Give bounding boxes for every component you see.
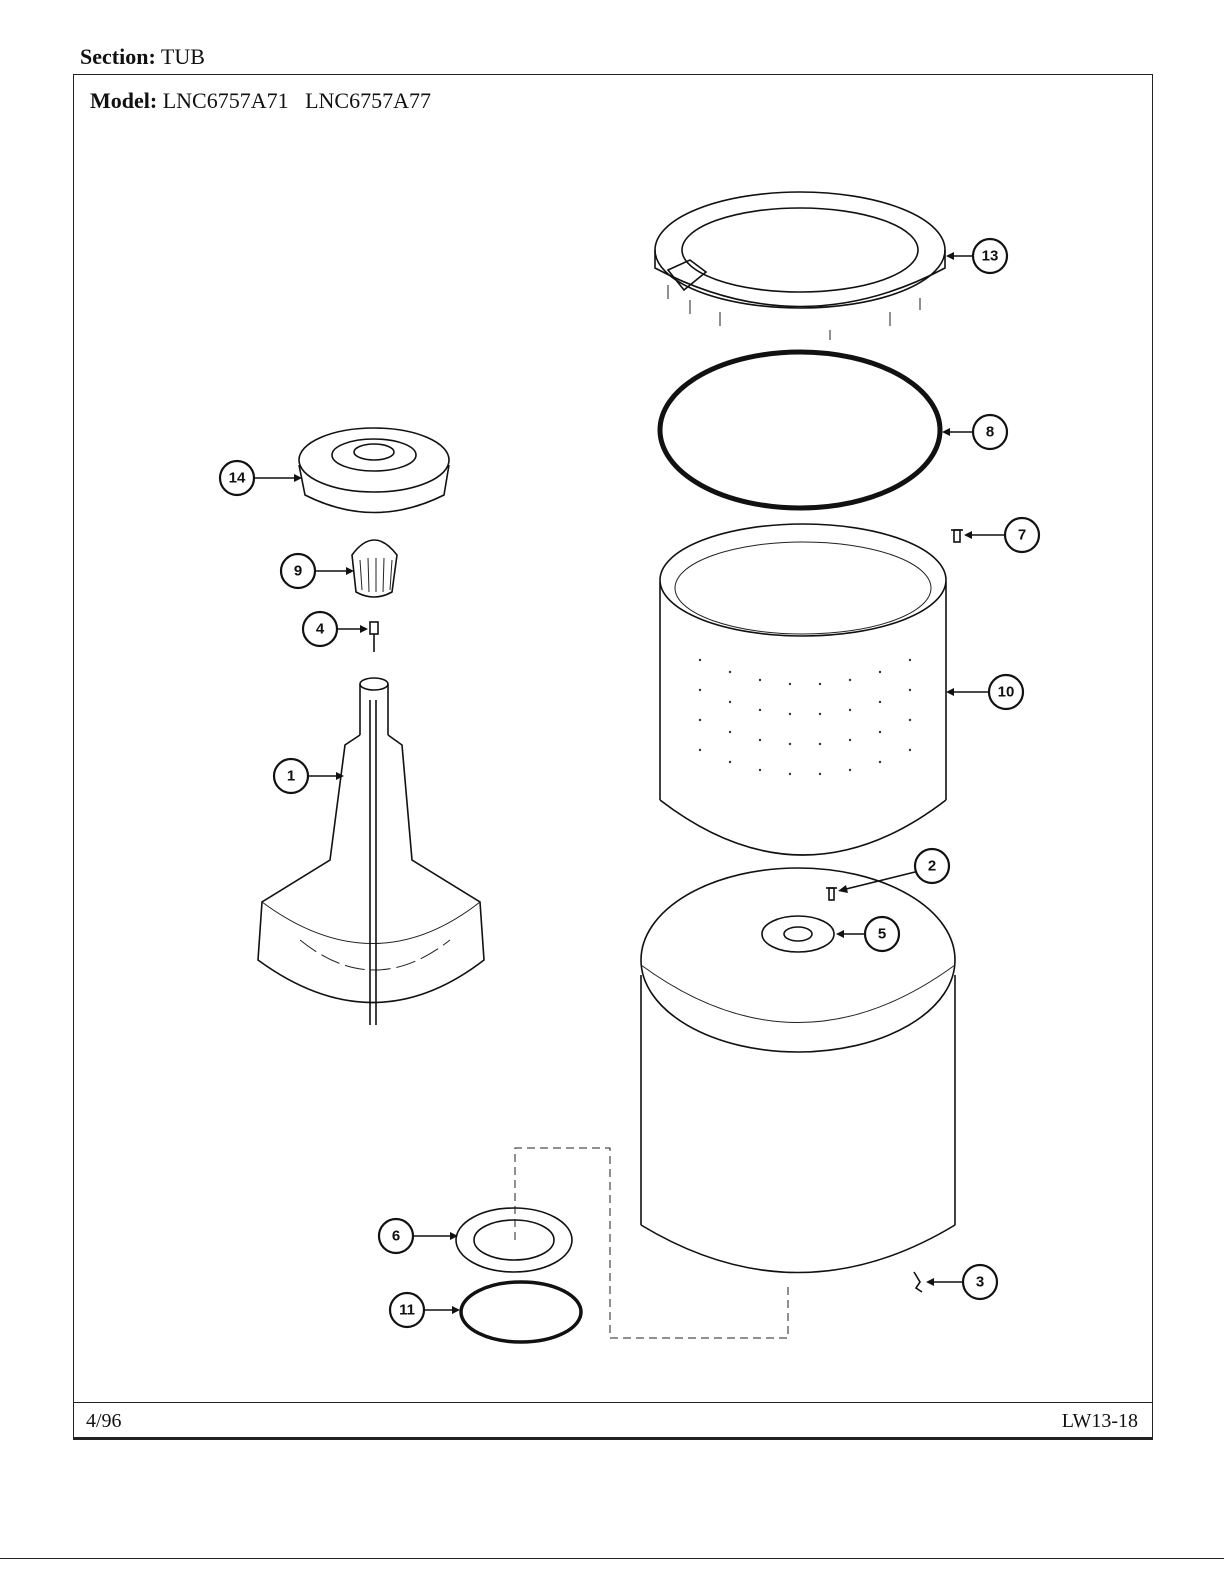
model-value: LNC6757A71 LNC6757A77: [162, 88, 431, 113]
svg-text:10: 10: [998, 684, 1015, 701]
gasket-plate-part: [455, 1207, 573, 1273]
callout-8: 8: [942, 413, 1009, 451]
ring-seal-part: [657, 349, 943, 511]
callout-9: 9: [279, 552, 354, 590]
callout-5: 5: [836, 915, 901, 953]
footer-page-code: LW13-18: [1061, 1410, 1138, 1432]
svg-text:6: 6: [392, 1228, 400, 1245]
svg-text:2: 2: [928, 858, 936, 875]
spin-basket-part: [659, 523, 947, 856]
svg-text:5: 5: [878, 926, 886, 943]
callout-6: 6: [377, 1217, 458, 1255]
dispenser-part: [298, 427, 450, 514]
callout-7: 7: [964, 516, 1041, 554]
callout-1: 1: [272, 757, 344, 795]
section-label: Section:: [80, 44, 156, 69]
svg-text:9: 9: [294, 563, 302, 580]
agitator-cap-part: [351, 539, 398, 598]
agitator-part: [257, 677, 485, 1025]
diagram-frame: [73, 74, 1153, 1440]
svg-text:8: 8: [986, 424, 994, 441]
callout-13: 13: [946, 237, 1009, 275]
model-label: Model:: [90, 88, 158, 113]
callout-4: 4: [301, 610, 368, 648]
bolt-part: [369, 621, 379, 652]
section-value: TUB: [160, 44, 205, 69]
svg-text:4: 4: [316, 621, 325, 638]
screw-2-part: [826, 887, 837, 901]
dashed-leader: [514, 1147, 789, 1339]
callout-11: 11: [388, 1291, 460, 1329]
flange-part: [761, 915, 835, 953]
screw-7-part: [951, 529, 963, 543]
svg-text:3: 3: [976, 1274, 984, 1291]
clip-part: [913, 1271, 923, 1293]
o-ring-part: [459, 1280, 583, 1344]
page-bottom-rule: [0, 1558, 1224, 1559]
footer-divider: [73, 1402, 1153, 1403]
callout-2: 2: [838, 847, 951, 893]
callout-14: 14: [218, 459, 302, 497]
svg-text:14: 14: [229, 470, 246, 487]
tub-ring-part: [654, 191, 946, 340]
section-heading: Section: TUB: [80, 44, 205, 70]
outer-tub-part: [640, 867, 956, 1274]
model-heading: Model: LNC6757A71 LNC6757A77: [90, 88, 431, 114]
callout-10: 10: [946, 673, 1025, 711]
footer-bottom-border: [73, 1437, 1153, 1439]
footer-date: 4/96: [86, 1410, 122, 1432]
svg-text:1: 1: [287, 768, 295, 785]
svg-text:13: 13: [982, 248, 999, 265]
svg-text:7: 7: [1018, 527, 1026, 544]
svg-text:11: 11: [399, 1302, 415, 1319]
callout-3: 3: [926, 1263, 999, 1301]
